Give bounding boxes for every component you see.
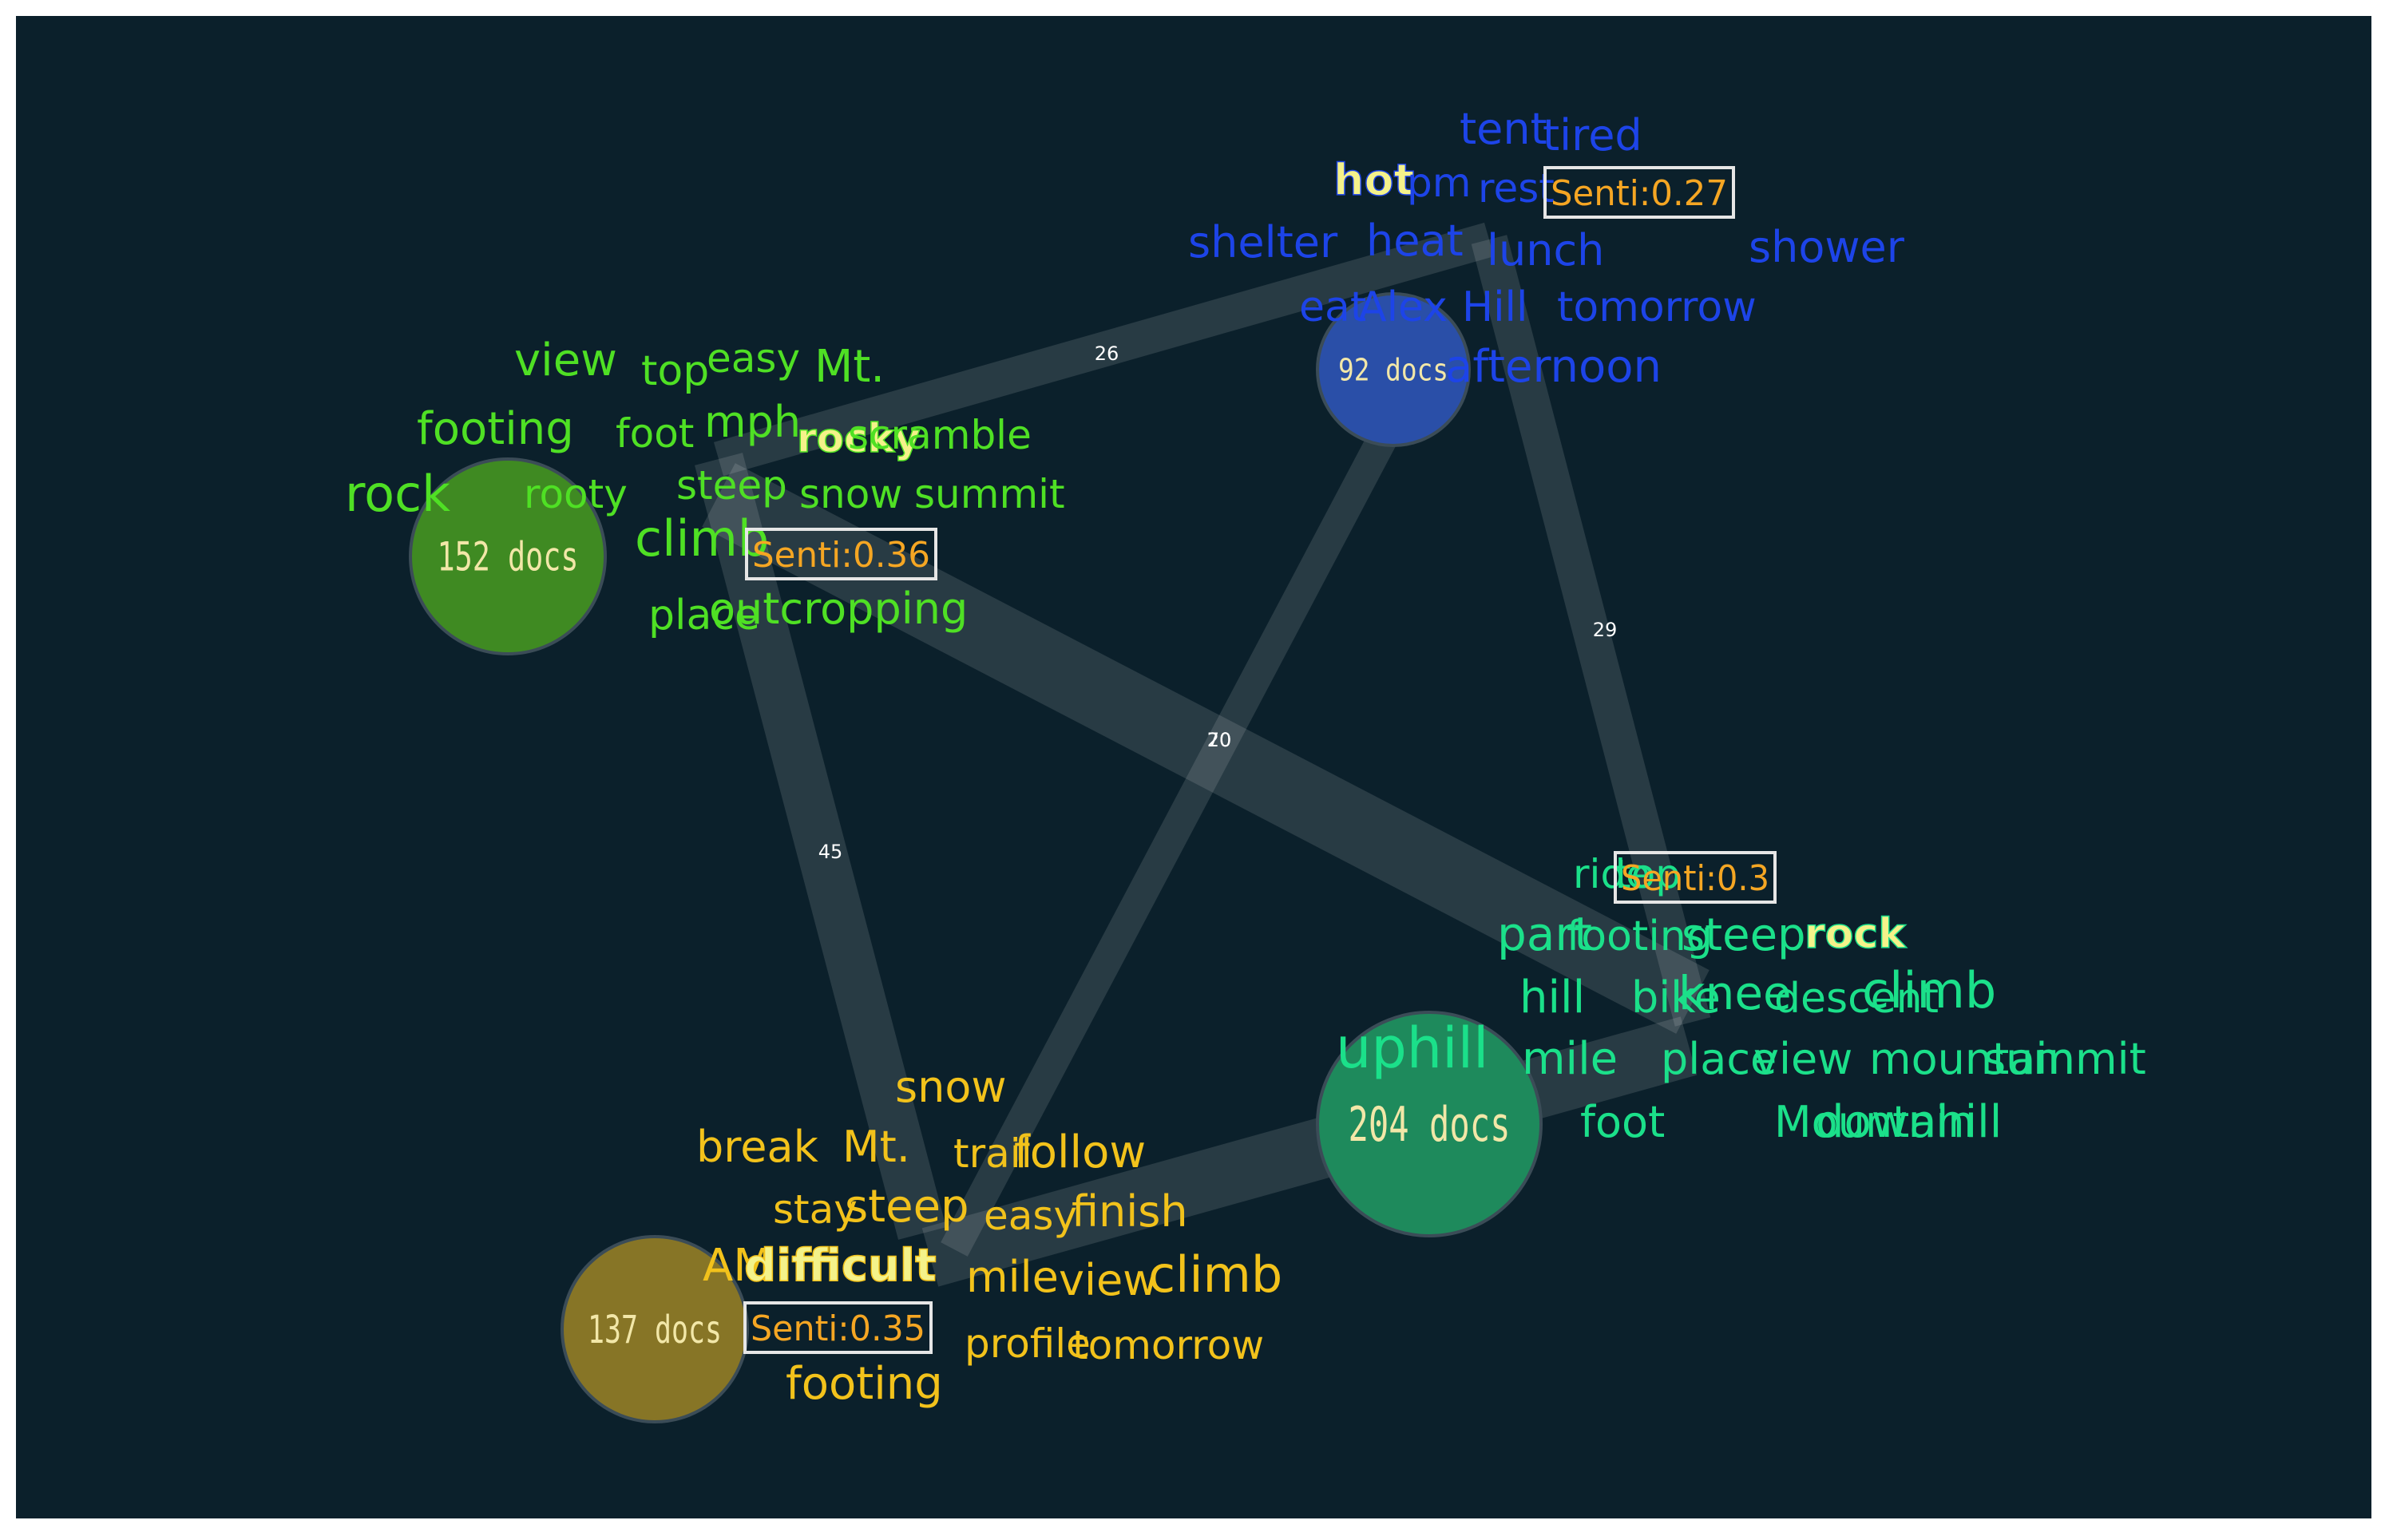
keyword-yellow: finish <box>1072 1186 1188 1237</box>
keyword-green: climb <box>635 509 769 568</box>
keyword-green: rock <box>345 465 450 523</box>
keyword-blue: tent <box>1460 104 1547 154</box>
keyword-yellow: trail <box>953 1130 1032 1177</box>
keyword-yellow: snow <box>895 1062 1007 1112</box>
doc-count-blue: 92 docs <box>1338 352 1448 387</box>
keyword-green: footing <box>417 403 574 455</box>
keyword-yellow: mile <box>966 1252 1059 1302</box>
keyword-yellow: Mt. <box>842 1122 910 1172</box>
topic-node-yellow[interactable] <box>561 1235 749 1423</box>
edge-weight-label-green-blue: 26 <box>1095 342 1119 365</box>
keyword-teal: mile <box>1522 1033 1618 1085</box>
keyword-blue: shower <box>1749 222 1905 272</box>
keyword-teal: Mountain <box>1774 1097 1975 1147</box>
keyword-yellow: difficult <box>744 1240 937 1292</box>
keyword-blue: Alex <box>1358 283 1448 331</box>
edge-yellow-blue <box>941 396 1415 1257</box>
keyword-green: summit <box>914 471 1065 517</box>
nodes-layer: 152 docs 92 docs 204 docs 137 docs <box>409 292 1543 1423</box>
keyword-teal: hill <box>1519 972 1585 1023</box>
keyword-green: mph <box>704 397 801 447</box>
keyword-blue: heat <box>1366 216 1464 266</box>
keyword-teal: uphill <box>1336 1015 1489 1081</box>
keyword-yellow: stay <box>773 1186 858 1233</box>
keyword-teal: steep <box>1682 909 1806 961</box>
edge-green-yellow <box>695 453 946 1240</box>
keyword-blue: eat <box>1299 283 1366 331</box>
keyword-teal: descent <box>1774 975 1939 1023</box>
keyword-yellow: view <box>1059 1255 1158 1305</box>
keyword-yellow: break <box>696 1122 819 1172</box>
doc-count-yellow: 137 docs <box>588 1308 722 1352</box>
keyword-blue: Hill <box>1462 283 1527 331</box>
keyword-teal: footing <box>1567 913 1713 960</box>
keyword-teal: knee <box>1678 966 1792 1020</box>
senti-box-green <box>745 528 937 580</box>
keyword-yellow: profile <box>965 1320 1091 1367</box>
edge-weight-label-yellow-blue: 20 <box>1207 729 1232 751</box>
keyword-yellow: easy <box>984 1193 1077 1239</box>
keyword-yellow: steep <box>845 1181 969 1233</box>
edge-blue-teal <box>1471 235 1711 1027</box>
keyword-blue: tired <box>1543 110 1642 160</box>
topic-node-green[interactable] <box>409 457 607 655</box>
edge-weight-label-green-yellow: 45 <box>818 841 843 863</box>
keyword-green: Mt. <box>814 341 885 393</box>
keyword-teal: part <box>1497 907 1592 961</box>
keyword-blue: afternoon <box>1445 341 1662 393</box>
keyword-blue: shelter <box>1188 217 1338 267</box>
edge-weight-label-green-teal: 70 <box>1207 729 1232 751</box>
senti-box-teal <box>1614 851 1777 904</box>
keyword-teal: bike <box>1631 972 1721 1023</box>
keyword-green: view <box>514 335 617 386</box>
keyword-green: place <box>648 592 760 639</box>
keyword-teal: rock <box>1805 910 1907 958</box>
keyword-teal: top <box>1615 851 1681 897</box>
keyword-yellow: tomorrow <box>1072 1322 1264 1368</box>
senti-score-yellow: Senti:0.35 <box>751 1308 925 1349</box>
keyword-green: steep <box>676 462 787 509</box>
keyword-teal: view <box>1753 1034 1852 1084</box>
keyword-teal: place <box>1661 1034 1777 1084</box>
canvas-background <box>16 16 2371 1518</box>
keyword-yellow: footing <box>786 1358 943 1410</box>
keyword-teal: foot <box>1580 1097 1665 1147</box>
edge-weight-label-blue-teal: 29 <box>1593 619 1618 641</box>
topic-node-teal[interactable] <box>1316 1011 1543 1237</box>
edge-yellow-teal <box>921 1016 1698 1287</box>
keyword-yellow: climb <box>1148 1245 1282 1304</box>
topic-node-blue[interactable] <box>1316 292 1471 447</box>
senti-box-blue <box>1543 166 1735 219</box>
keyword-green: rooty <box>524 471 628 517</box>
keyword-yellow: follow <box>1014 1126 1146 1178</box>
keyword-green: top <box>641 347 709 395</box>
doc-count-teal: 204 docs <box>1349 1097 1511 1153</box>
senti-box-yellow <box>743 1301 933 1354</box>
keyword-blue: rest <box>1478 165 1555 212</box>
keyword-green: easy <box>707 335 800 382</box>
keyword-teal: ride <box>1573 851 1650 897</box>
keyword-teal: climb <box>1862 961 1996 1019</box>
keyword-teal: mountain <box>1869 1034 2075 1084</box>
keyword-green: outcropping <box>709 584 968 634</box>
keyword-blue: tomorrow <box>1557 283 1757 331</box>
keyword-teal: summit <box>1983 1034 2146 1084</box>
keyword-yellow: AM <box>703 1240 772 1292</box>
keyword-green: snow <box>799 471 902 517</box>
keyword-teal: downhill <box>1816 1096 2002 1148</box>
keyword-blue: lunch <box>1487 225 1604 275</box>
keyword-green: scramble <box>848 412 1032 458</box>
keyword-green: foot <box>616 410 694 457</box>
doc-count-green: 152 docs <box>438 534 579 580</box>
keyword-blue: pm <box>1407 160 1471 206</box>
senti-score-green: Senti:0.36 <box>752 535 930 576</box>
edge-green-blue <box>713 222 1495 477</box>
senti-score-blue: Senti:0.27 <box>1551 173 1728 214</box>
keyword-green: rocky <box>797 415 921 461</box>
keyword-blue: hot <box>1333 155 1414 205</box>
senti-score-teal: Senti:0.3 <box>1621 858 1769 899</box>
